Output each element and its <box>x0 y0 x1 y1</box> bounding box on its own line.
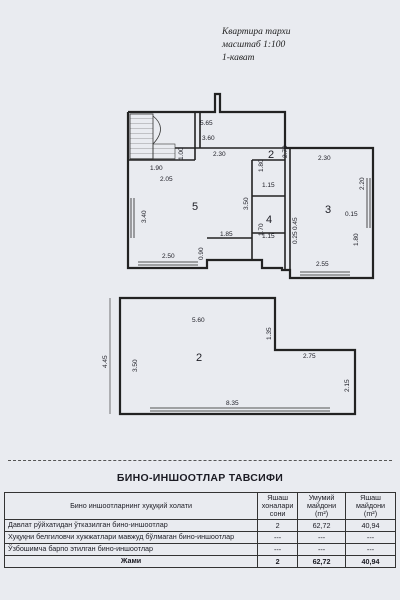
row-rooms: 2 <box>257 555 299 568</box>
dim-1-80b: 1.80 <box>353 233 360 246</box>
row-living: --- <box>345 531 396 544</box>
dim-3-50: 3.50 <box>243 197 250 210</box>
row-rooms: --- <box>257 543 299 556</box>
room-2-upper: 2 <box>268 149 274 161</box>
table-row: Хуқуқни белгиловчи хужжатлари мавжуд бўл… <box>3 531 396 544</box>
row-total: 62,72 <box>297 519 347 532</box>
dim-1-70: 1.70 <box>258 223 265 236</box>
upper-room-numbers: 5 2 4 3 <box>192 149 331 226</box>
dim-1-00: 1.00 <box>178 147 185 160</box>
row-rooms: 2 <box>257 519 299 532</box>
dim-8-35: 8.35 <box>226 400 239 407</box>
table-row: Ўзбошимча барпо этилган бино-иншоотлар -… <box>3 543 396 556</box>
dim-2-70: 2.70 <box>282 145 289 158</box>
dim-0-45: 0.45 <box>292 217 299 230</box>
table-header-row: Бино иншоотларнинг хуқуқий холати Яшаш х… <box>3 492 396 520</box>
dim-2-30b: 2.30 <box>318 155 331 162</box>
row-living: 40,94 <box>345 519 396 532</box>
table-total-row: Жами 2 62,72 40,94 <box>3 555 396 568</box>
row-total: 62,72 <box>297 555 347 568</box>
header-rooms: Яшаш хоналари сони <box>257 492 299 520</box>
header-scale: масштаб 1:100 <box>222 40 286 50</box>
row-total: --- <box>297 543 347 556</box>
dim-3-60: 3.60 <box>202 135 215 142</box>
row-living: --- <box>345 543 396 556</box>
lower-window-marks <box>150 407 330 412</box>
dim-5-60: 5.60 <box>192 317 205 324</box>
lower-block-walls <box>118 296 357 416</box>
inner-walls <box>128 112 291 278</box>
dim-1-15a: 1.15 <box>262 182 275 189</box>
header-legal-status: Бино иншоотларнинг хуқуқий холати <box>3 492 259 520</box>
floor-plan: 5.65 3.60 1.00 2.30 1.90 2.05 1.80 2.70 … <box>102 92 375 416</box>
dim-0-90: 0.90 <box>198 247 205 260</box>
upper-block-walls <box>126 92 375 280</box>
dim-1-35: 1.35 <box>266 327 273 340</box>
row-total: --- <box>297 531 347 544</box>
dim-4-45: 4.45 <box>102 355 109 368</box>
window-marks <box>130 178 371 276</box>
row-name: Ўзбошимча барпо этилган бино-иншоотлар <box>3 543 259 556</box>
lower-dimensions: 5.60 1.35 4.45 3.50 2.75 2.15 8.35 <box>102 317 351 407</box>
row-name: Давлат рўйхатидан ўтказилган бино-иншоот… <box>3 519 259 532</box>
dim-3-50b: 3.50 <box>132 359 139 372</box>
header-title: Квартира тархи <box>222 27 291 37</box>
room-4: 4 <box>266 214 272 226</box>
table-row: Давлат рўйхатидан ўтказилган бино-иншоот… <box>3 519 396 532</box>
dim-2-75: 2.75 <box>303 353 316 360</box>
dim-5-65: 5.65 <box>200 120 213 127</box>
dim-1-90: 1.90 <box>150 165 163 172</box>
dim-0-25: 0.25 <box>292 231 299 244</box>
row-name: Жами <box>3 555 259 568</box>
header-floor: 1-кават <box>222 53 255 63</box>
building-description-table: Бино иншоотларнинг хуқуқий холати Яшаш х… <box>3 492 396 568</box>
dim-1-15b: 1.15 <box>262 233 275 240</box>
divider <box>8 460 392 461</box>
plan-header: Квартира тархи масштаб 1:100 1-кават <box>222 26 342 65</box>
dim-1-80: 1.80 <box>258 159 265 172</box>
row-name: Хуқуқни белгиловчи хужжатлари мавжуд бўл… <box>3 531 259 544</box>
dim-2-15: 2.15 <box>344 379 351 392</box>
room-3: 3 <box>325 204 331 216</box>
staircase <box>129 113 176 160</box>
dim-2-30: 2.30 <box>213 151 226 158</box>
upper-dimensions: 5.65 3.60 1.00 2.30 1.90 2.05 1.80 2.70 … <box>141 120 366 268</box>
dim-2-05: 2.05 <box>160 176 173 183</box>
dim-3-40: 3.40 <box>141 210 148 223</box>
dim-2-20: 2.20 <box>359 177 366 190</box>
row-living: 40,94 <box>345 555 396 568</box>
dim-0-15: 0.15 <box>345 211 358 218</box>
room-2-lower: 2 <box>196 352 202 364</box>
dim-2-55: 2.55 <box>316 261 329 268</box>
header-living-area: Яшаш майдони (m²) <box>345 492 396 520</box>
table-title: БИНО-ИНШООТЛАР ТАВСИФИ <box>116 472 284 484</box>
dim-2-50: 2.50 <box>162 253 175 260</box>
room-5: 5 <box>192 201 198 213</box>
row-rooms: --- <box>257 531 299 544</box>
dim-1-85: 1.85 <box>220 231 233 238</box>
header-total-area: Умумий майдони (m²) <box>297 492 347 520</box>
